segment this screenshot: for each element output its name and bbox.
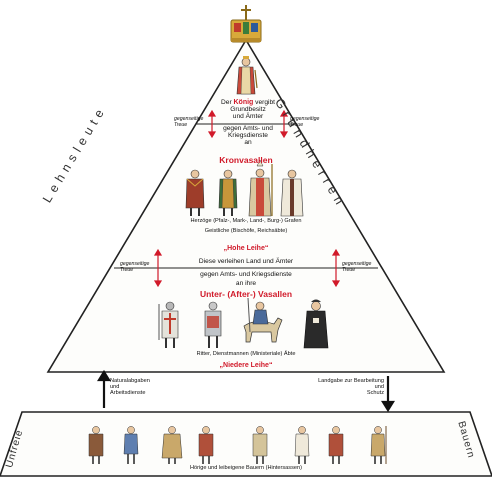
noble-figure-icon — [185, 169, 205, 216]
king-text-block-lower: gegen Amts- und Kriegsdienste an — [206, 125, 290, 147]
peasant-figure-icon — [123, 426, 139, 464]
peasant-figure-icon — [161, 426, 183, 464]
pyramid-outline — [46, 38, 446, 373]
base-trapezoid — [0, 411, 492, 477]
king-line-3: und Ämter — [232, 112, 264, 120]
king-prefix: Der — [221, 99, 232, 106]
base-caption: Hörige und leibeigene Bauern (Hintersass… — [190, 465, 302, 471]
tribute-arrows — [97, 369, 395, 413]
noble-figure-icon — [218, 169, 238, 216]
right-arrow-text: Landgabe zur Bearbeitung und Schutz — [318, 378, 384, 396]
king-line-5: Kriegsdienste — [228, 131, 268, 139]
crown-icon — [230, 5, 262, 43]
king-label: König — [233, 99, 254, 106]
peasant-figure-icon — [294, 426, 310, 464]
middle-line-2: gegen Amts- und Kriegsdienste — [200, 271, 292, 278]
rider-on-horse-icon — [243, 297, 283, 343]
bishop-figure-icon — [248, 159, 273, 217]
peasant-figure-icon — [88, 426, 104, 464]
peasant-figure-icon — [198, 426, 214, 464]
peasant-figure-icon — [252, 426, 268, 464]
middle-line-3: an ihre — [235, 280, 257, 287]
knight-figure-icon — [204, 301, 222, 348]
king-line-6: an — [244, 138, 252, 146]
treue-arrows — [153, 109, 341, 288]
left-arrow-text: Naturalabgaben und Arbeitsdienste — [110, 378, 150, 396]
king-text-block: Der König vergibt Grundbesitz und Ämter — [206, 99, 290, 121]
untervasallen-desc: Ritter, Dienstmannen (Ministeriale) Äbte — [196, 351, 296, 357]
hohe-leihe-label: „Hohe Leihe“ — [223, 245, 269, 252]
king-figure-icon — [236, 56, 258, 95]
untervasallen-label: Unter- (After-) Vasallen — [199, 289, 293, 299]
kronvasallen-label: Kronvasallen — [219, 155, 273, 165]
middle-line-1: Diese verleihen Land und Ämter — [198, 258, 294, 265]
king-line-4: gegen Amts- und — [223, 125, 273, 132]
kronvasallen-desc-2: Geistliche (Bischöfe, Reichsäbte) — [204, 228, 288, 234]
king-line-2: Grundbesitz — [230, 105, 266, 113]
king-verb: vergibt — [255, 99, 275, 106]
peasant-figure-icon — [328, 426, 344, 464]
kronvasallen-desc-1: Herzöge (Pfalz-, Mark-, Land-, Burg-) Gr… — [190, 218, 302, 224]
bishop-figure-icon — [280, 169, 304, 217]
monk-figure-icon — [303, 299, 329, 349]
peasant-figures — [88, 426, 387, 464]
knight-figure-icon — [158, 301, 179, 348]
peasant-figure-icon — [370, 426, 387, 464]
niedere-leihe-label: „Niedere Leihe“ — [219, 362, 273, 369]
